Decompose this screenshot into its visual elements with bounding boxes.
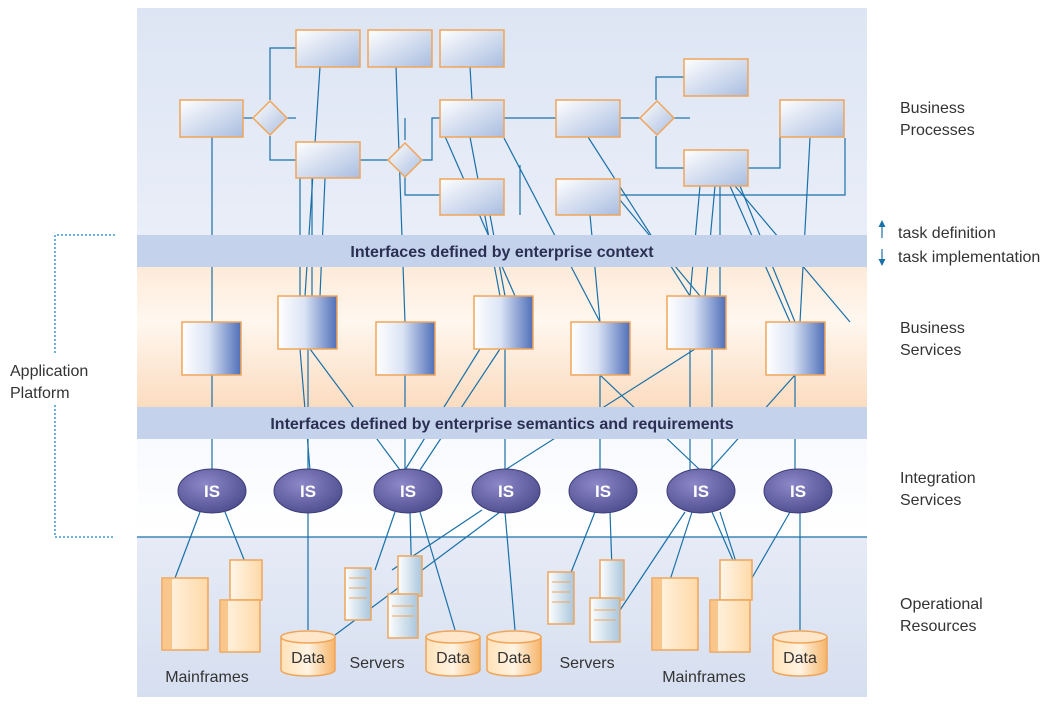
process-box	[555, 99, 621, 138]
enterprise-semantics-band	[137, 407, 867, 439]
process-box	[779, 99, 845, 138]
task-implementation-label: task implementation	[898, 249, 1040, 266]
process-decision-diamond	[638, 99, 676, 137]
process-box	[439, 178, 505, 216]
process-box	[179, 99, 244, 138]
process-box	[683, 149, 749, 187]
process-box	[367, 29, 433, 68]
database-icon: Data	[425, 630, 481, 677]
is-node: IS	[568, 468, 638, 514]
enterprise-semantics-band-label: Interfaces defined by enterprise semanti…	[270, 416, 733, 433]
service-box	[570, 321, 631, 376]
label-line-2: Services	[900, 492, 961, 509]
process-decision-diamond	[386, 141, 424, 179]
operational-resources: Mainframes Servers Servers Mainfram	[161, 555, 828, 686]
process-box	[439, 29, 505, 68]
mainframe-icon	[161, 559, 263, 653]
is-node: IS	[177, 468, 247, 514]
servers-label: Servers	[559, 655, 614, 672]
application-platform-bracket: Application Platform	[10, 234, 115, 538]
business-processes-label: Business Processes	[900, 100, 975, 139]
layer-labels: Business Processes Business Services Int…	[900, 100, 987, 635]
label-line-2: Resources	[900, 618, 976, 635]
is-node-label: IS	[204, 482, 220, 501]
mainframe-icon	[651, 559, 753, 653]
is-node-label: IS	[400, 482, 416, 501]
is-node: IS	[273, 468, 343, 514]
business-processes-label-text: Business	[900, 100, 965, 117]
process-box	[295, 29, 361, 68]
is-node: IS	[666, 468, 736, 514]
operational-resources-label: Operational Resources	[900, 596, 987, 635]
servers-label: Servers	[349, 655, 404, 672]
label-line-2: Processes	[900, 122, 975, 139]
is-node-label: IS	[498, 482, 514, 501]
service-box	[375, 321, 436, 376]
process-box	[439, 99, 505, 138]
arrow-up-icon	[878, 220, 886, 238]
is-node-label: IS	[595, 482, 611, 501]
process-decision-diamond	[251, 99, 289, 137]
mainframes-label: Mainframes	[662, 669, 746, 686]
business-services-label: Business Services	[900, 320, 969, 359]
label-line-2: Services	[900, 342, 961, 359]
operational-resources-label-text: Operational	[900, 596, 983, 613]
enterprise-context-band-label: Interfaces defined by enterprise context	[350, 244, 654, 261]
server-icon	[547, 559, 625, 643]
business-service-shapes	[181, 295, 826, 376]
data-label: Data	[497, 650, 531, 667]
database-icon: Data	[486, 630, 542, 677]
business-services-label-text: Business	[900, 320, 965, 337]
application-platform-label-text: Application	[10, 363, 88, 380]
is-node: IS	[373, 468, 443, 514]
is-node-label: IS	[693, 482, 709, 501]
database-icon: Data	[772, 630, 828, 677]
is-node-label: IS	[790, 482, 806, 501]
business-process-shapes	[179, 29, 845, 216]
is-node-label: IS	[300, 482, 316, 501]
mainframes-label: Mainframes	[165, 669, 249, 686]
process-box	[683, 58, 749, 97]
database-icon: Data	[280, 630, 336, 677]
interface-bands: Interfaces defined by enterprise context…	[137, 235, 867, 439]
service-box	[181, 321, 242, 376]
process-box	[555, 178, 621, 216]
service-box	[473, 295, 534, 350]
process-box	[295, 141, 361, 179]
task-direction-legend: task definition task implementation	[878, 220, 1040, 266]
integration-services-label: Integration Services	[900, 470, 980, 509]
application-platform-label: Application Platform	[10, 363, 93, 402]
service-box	[277, 295, 338, 350]
task-definition-label: task definition	[898, 225, 996, 242]
data-label: Data	[291, 650, 325, 667]
integration-services-label-text: Integration	[900, 470, 976, 487]
service-box	[765, 321, 826, 376]
enterprise-context-band	[137, 235, 867, 267]
is-node: IS	[763, 468, 833, 514]
integration-service-nodes: IS IS IS IS IS IS IS	[177, 468, 833, 514]
label-line-2: Platform	[10, 385, 70, 402]
server-icon	[344, 555, 423, 639]
data-label: Data	[783, 650, 817, 667]
is-node: IS	[471, 468, 541, 514]
service-box	[666, 295, 727, 350]
arrow-down-icon	[878, 249, 886, 266]
data-label: Data	[436, 650, 470, 667]
